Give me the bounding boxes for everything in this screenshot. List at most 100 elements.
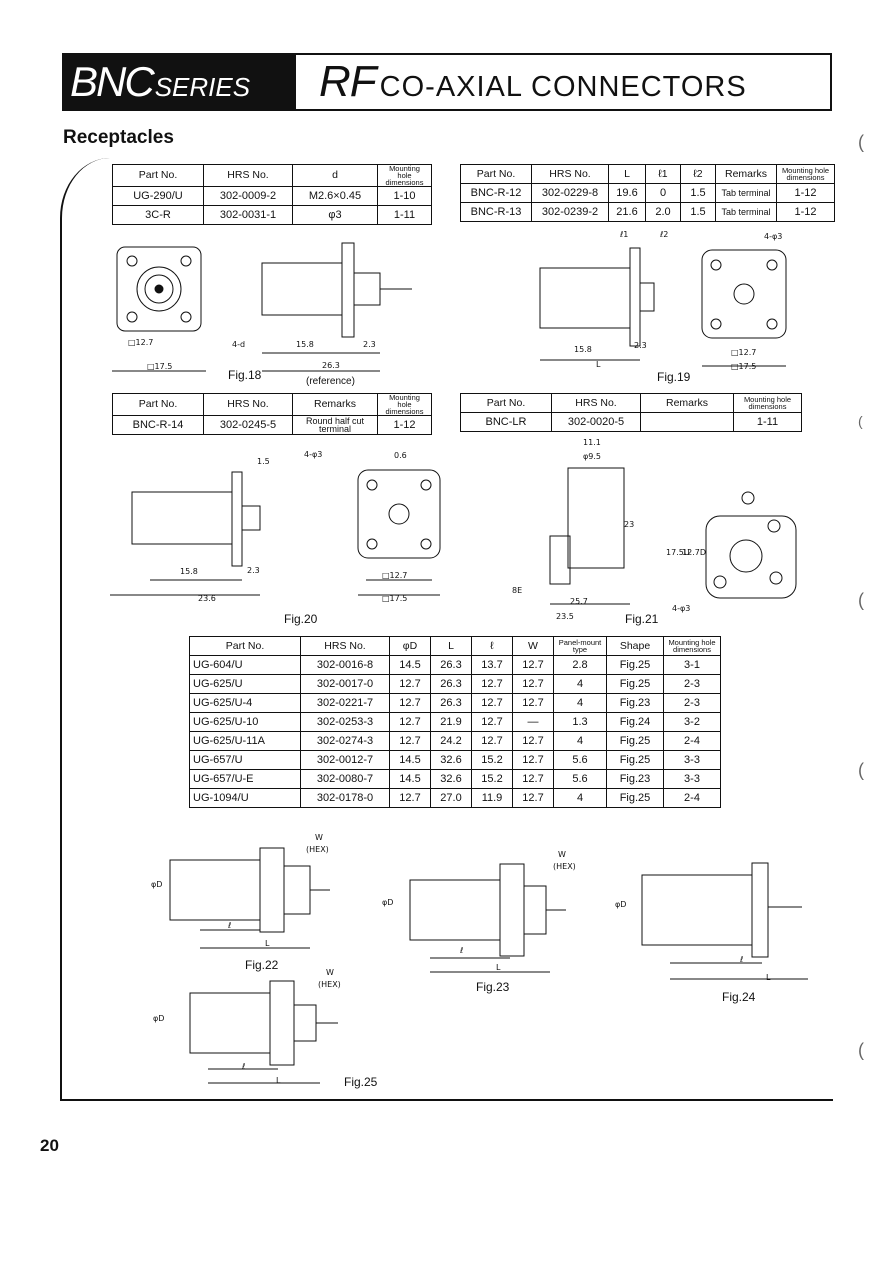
cell: 302-0016-8 (300, 655, 390, 675)
cell: 302-0229-8 (531, 183, 609, 203)
col-header: Part No. (112, 164, 204, 187)
margin-mark: ( (858, 132, 864, 152)
section-title: Receptacles (63, 127, 174, 148)
series-header: BNC SERIES RF CO-AXIAL CONNECTORS (62, 53, 832, 111)
dim-label: 26.3 (322, 361, 340, 370)
cell: Fig.25 (606, 750, 664, 770)
margin-mark: ( (858, 413, 863, 429)
table-row: 3C-R 302-0031-1 φ3 1-11 (112, 205, 432, 225)
fig-label: Fig.24 (722, 990, 756, 1004)
table-header-row: Part No. HRS No. φD L ℓ W Panel-mount ty… (189, 636, 721, 656)
dim-label: 25.7 (570, 597, 588, 606)
col-header: HRS No. (300, 636, 390, 656)
cell: UG-657/U-E (189, 769, 301, 789)
cell: Fig.25 (606, 655, 664, 675)
table-bnc-lr: Part No. HRS No. Remarks Mounting hole d… (460, 393, 802, 432)
dim-label: 23.5 (556, 612, 574, 621)
cell: 12.7 (389, 674, 431, 694)
dim-label: 15.8 (180, 567, 198, 576)
center-hole (388, 503, 410, 525)
cell: 12.7 (389, 731, 431, 751)
cell: 3-2 (663, 712, 721, 732)
fig-label: Fig.25 (344, 1075, 378, 1089)
dim-label: 23 (624, 520, 635, 529)
dim-label: W (558, 850, 566, 859)
dim-label: 4-φ3 (672, 604, 691, 613)
mount-hole (180, 255, 192, 267)
table-row: UG-290/U 302-0009-2 M2.6×0.45 1-10 (112, 186, 432, 206)
cell: Round half cut terminal (292, 415, 378, 435)
cell: UG-625/U-11A (189, 731, 301, 751)
cell: 12.7 (512, 674, 554, 694)
cell: BNC-R-12 (460, 183, 532, 203)
hex-nut (269, 980, 295, 1066)
fig-label: Fig.22 (245, 958, 279, 972)
dim-label: ℓ (228, 921, 232, 930)
cell: φ3 (292, 205, 378, 225)
fig-label: Fig.23 (476, 980, 510, 994)
flange-side (231, 471, 243, 567)
dim-label: 15.8 (296, 340, 314, 349)
col-header: Remarks (640, 393, 734, 413)
content-frame (60, 158, 833, 1101)
table-header-row: Part No. HRS No. Remarks Mounting hole d… (460, 393, 802, 413)
margin-mark: ( (858, 1040, 864, 1060)
dim-label: L (265, 939, 270, 948)
cell: M2.6×0.45 (292, 186, 378, 206)
body-side (131, 491, 233, 545)
fig22-drawing (169, 847, 330, 949)
mount-hole (766, 318, 778, 330)
jack-pin (154, 284, 164, 294)
col-header: Part No. (460, 393, 552, 413)
cell: 1-11 (377, 205, 432, 225)
dim-label: (HEX) (318, 980, 341, 989)
cell: Fig.25 (606, 788, 664, 808)
cell: 21.6 (608, 202, 646, 222)
body-side (539, 267, 631, 329)
table-ug290: Part No. HRS No. d Mounting hole dimensi… (112, 164, 432, 225)
fig24-drawing (641, 862, 808, 980)
cell: 2-3 (663, 674, 721, 694)
dim-label: 4-d (232, 340, 246, 349)
dim-label: 23.6 (198, 594, 216, 603)
col-header: W (512, 636, 554, 656)
cell: 4 (553, 693, 607, 713)
flange-side (549, 535, 571, 585)
cell: 21.9 (430, 712, 472, 732)
cell: 19.6 (608, 183, 646, 203)
cell: 1.5 (680, 202, 716, 222)
dim-label: L (496, 963, 501, 972)
cell: Fig.24 (606, 712, 664, 732)
cell: 14.5 (389, 750, 431, 770)
table-row: BNC-R-13 302-0239-2 21.6 2.0 1.5 Tab ter… (460, 202, 835, 222)
fig23-drawing (409, 863, 566, 973)
mount-hole (713, 575, 727, 589)
cell: Fig.23 (606, 769, 664, 789)
cell: 1-11 (733, 412, 802, 432)
cell: 12.7 (389, 788, 431, 808)
dim-label: □17.5 (382, 594, 408, 603)
mount-hole (710, 318, 722, 330)
cell: 2.8 (553, 655, 607, 675)
cell: Fig.25 (606, 674, 664, 694)
cell: 12.7 (512, 693, 554, 713)
cell: 15.2 (471, 769, 513, 789)
cell: 302-0239-2 (531, 202, 609, 222)
table-row: BNC-R-12 302-0229-8 19.6 0 1.5 Tab termi… (460, 183, 835, 203)
dim-label: φ9.5 (583, 452, 601, 461)
rear-body (283, 865, 311, 915)
cell: 4 (553, 731, 607, 751)
cell: 4 (553, 674, 607, 694)
cell: UG-290/U (112, 186, 204, 206)
col-header: Part No. (112, 393, 204, 416)
col-header: Remarks (292, 393, 378, 416)
page-number: 20 (40, 1136, 59, 1155)
fig25-drawing (189, 980, 338, 1084)
table-bnc-r14: Part No. HRS No. Remarks Mounting hole d… (112, 393, 432, 435)
fig20-drawing (110, 469, 441, 596)
cell: UG-625/U-4 (189, 693, 301, 713)
